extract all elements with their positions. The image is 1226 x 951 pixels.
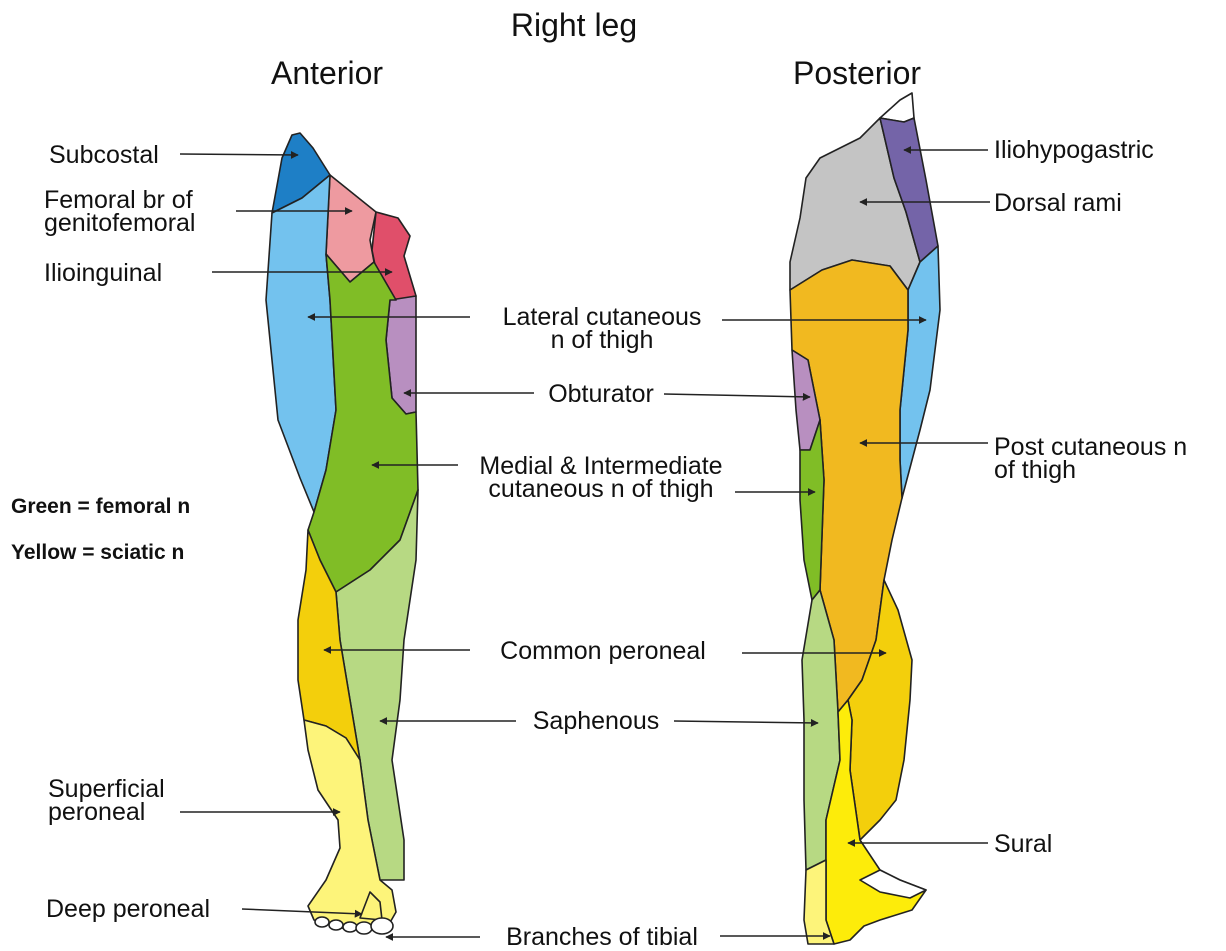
label-deep-peroneal: Deep peroneal bbox=[46, 898, 210, 920]
label-lateral-cutaneous-line1: Lateral cutaneous bbox=[503, 306, 702, 328]
label-post-cutaneous-line1: Post cutaneous n bbox=[994, 436, 1187, 458]
label-branches-of-tibial: Branches of tibial bbox=[506, 926, 698, 948]
diagram-title: Right leg bbox=[511, 8, 637, 42]
label-post-cutaneous-line2: of thigh bbox=[994, 459, 1076, 481]
label-obturator: Obturator bbox=[548, 383, 654, 405]
label-common-peroneal: Common peroneal bbox=[500, 640, 706, 662]
label-ilioinguinal: Ilioinguinal bbox=[44, 262, 162, 284]
posterior-heading: Posterior bbox=[793, 56, 921, 90]
label-dorsal-rami: Dorsal rami bbox=[994, 192, 1122, 214]
buttock-tip bbox=[880, 93, 914, 122]
anterior-heading: Anterior bbox=[271, 56, 383, 90]
label-lateral-cutaneous-line2: n of thigh bbox=[551, 329, 654, 351]
label-medial-intermediate-line2: cutaneous n of thigh bbox=[488, 478, 713, 500]
key-green: Green = femoral n bbox=[11, 495, 190, 519]
label-femoral-branch-line1: Femoral br of bbox=[44, 189, 193, 211]
label-subcostal: Subcostal bbox=[49, 144, 159, 166]
label-iliohypogastric: Iliohypogastric bbox=[994, 139, 1154, 161]
label-superficial-peroneal-line2: peroneal bbox=[48, 801, 145, 823]
label-medial-intermediate-line1: Medial & Intermediate bbox=[479, 455, 722, 477]
lateral-cutaneous-anterior-region bbox=[266, 175, 336, 512]
saphenous-posterior-pointer bbox=[674, 721, 818, 723]
label-sural: Sural bbox=[994, 833, 1052, 855]
key-yellow: Yellow = sciatic n bbox=[11, 541, 184, 565]
subcostal-pointer bbox=[180, 154, 298, 155]
label-femoral-branch-line2: genitofemoral bbox=[44, 212, 195, 234]
obturator-posterior-pointer bbox=[664, 394, 810, 397]
label-superficial-peroneal-line1: Superficial bbox=[48, 778, 165, 800]
label-saphenous: Saphenous bbox=[533, 710, 660, 732]
